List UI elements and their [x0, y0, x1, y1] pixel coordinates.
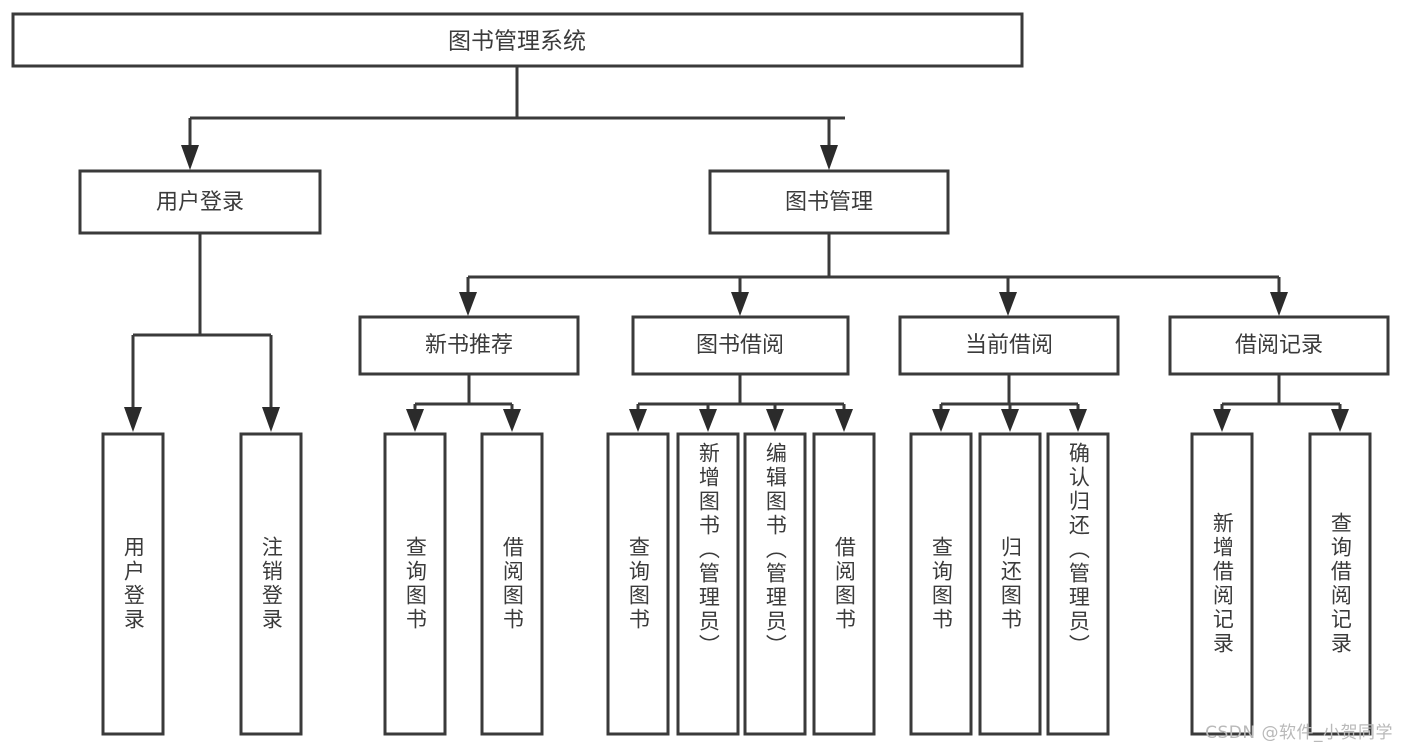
- connectors-current-borrow-to-leaves: [932, 374, 1087, 432]
- node-user-login-rect[interactable]: [78, 169, 322, 235]
- connectors-borrow-record-to-leaves: [1213, 374, 1349, 432]
- arrowhead-leaf-add-book: [699, 409, 717, 432]
- leaf-confirm-return-rect[interactable]: [1046, 432, 1110, 736]
- node-book-borrow[interactable]: 图书借阅: [631, 315, 850, 376]
- node-current-borrow[interactable]: 当前借阅: [898, 315, 1120, 376]
- leaf-query-record-rect[interactable]: [1308, 432, 1372, 736]
- arrowhead-book-borrow: [731, 292, 749, 316]
- node-root[interactable]: 图书管理系统: [11, 12, 1024, 68]
- arrowhead-current-borrow: [999, 292, 1017, 316]
- arrowhead-leaf-borrow-book-1: [503, 409, 521, 432]
- node-book-manage-label: 图书管理: [785, 190, 873, 215]
- arrowhead-leaf-user-login: [124, 407, 142, 432]
- node-new-book-recommend[interactable]: 新书推荐: [358, 315, 580, 376]
- leaf-query-book-3-rect[interactable]: [909, 432, 973, 736]
- leaf-user-login-rect[interactable]: [101, 432, 165, 736]
- leaf-query-book-2-rect[interactable]: [606, 432, 670, 736]
- node-borrow-record-rect[interactable]: [1168, 315, 1390, 376]
- leaf-add-record-rect[interactable]: [1190, 432, 1254, 736]
- leaf-logout-rect[interactable]: [239, 432, 303, 736]
- node-root-label: 图书管理系统: [448, 29, 586, 55]
- node-book-borrow-rect[interactable]: [631, 315, 850, 376]
- arrowhead-leaf-confirm-return: [1069, 409, 1087, 432]
- arrowhead-leaf-query-record: [1331, 409, 1349, 432]
- node-user-login[interactable]: 用户登录: [78, 169, 322, 235]
- leaf-return-book-rect[interactable]: [978, 432, 1042, 736]
- arrowhead-user-login: [181, 145, 199, 170]
- node-new-book-recommend-rect[interactable]: [358, 315, 580, 376]
- arrowhead-leaf-return-book: [1001, 409, 1019, 432]
- connectors-user-login-to-leaves: [124, 233, 280, 432]
- node-book-manage-rect[interactable]: [708, 169, 950, 235]
- node-user-login-label: 用户登录: [156, 190, 244, 215]
- connectors-root-to-level2: [181, 66, 845, 170]
- node-root-rect[interactable]: [11, 12, 1024, 68]
- leaf-borrow-book-2-rect[interactable]: [812, 432, 876, 736]
- arrowhead-leaf-add-record: [1213, 409, 1231, 432]
- arrowhead-new-book-recommend: [459, 292, 477, 316]
- leaf-rects: [101, 432, 1372, 736]
- arrowhead-book-manage: [820, 145, 838, 170]
- node-book-manage[interactable]: 图书管理: [708, 169, 950, 235]
- arrowhead-leaf-query-book-1: [406, 409, 424, 432]
- leaf-borrow-book-1-rect[interactable]: [480, 432, 544, 736]
- node-borrow-record-label: 借阅记录: [1235, 333, 1323, 358]
- node-book-borrow-label: 图书借阅: [696, 333, 784, 358]
- arrowhead-leaf-edit-book: [766, 409, 784, 432]
- node-borrow-record[interactable]: 借阅记录: [1168, 315, 1390, 376]
- connectors-book-manage-to-level3: [459, 233, 1288, 316]
- node-current-borrow-label: 当前借阅: [965, 333, 1053, 358]
- node-current-borrow-rect[interactable]: [898, 315, 1120, 376]
- arrowhead-leaf-query-book-3: [932, 409, 950, 432]
- watermark: CSDN @软件_小贺同学: [1205, 723, 1393, 743]
- arrowhead-leaf-query-book-2: [629, 409, 647, 432]
- leaf-query-book-1-rect[interactable]: [383, 432, 447, 736]
- node-new-book-recommend-label: 新书推荐: [425, 333, 513, 358]
- leaf-edit-book-rect[interactable]: [743, 432, 807, 736]
- connectors-new-book-recommend-to-leaves: [406, 374, 521, 432]
- arrowhead-borrow-record: [1270, 292, 1288, 316]
- leaf-add-book-rect[interactable]: [676, 432, 740, 736]
- connectors-book-borrow-to-leaves: [629, 374, 853, 432]
- arrowhead-leaf-logout: [262, 407, 280, 432]
- arrowhead-leaf-borrow-book-2: [835, 409, 853, 432]
